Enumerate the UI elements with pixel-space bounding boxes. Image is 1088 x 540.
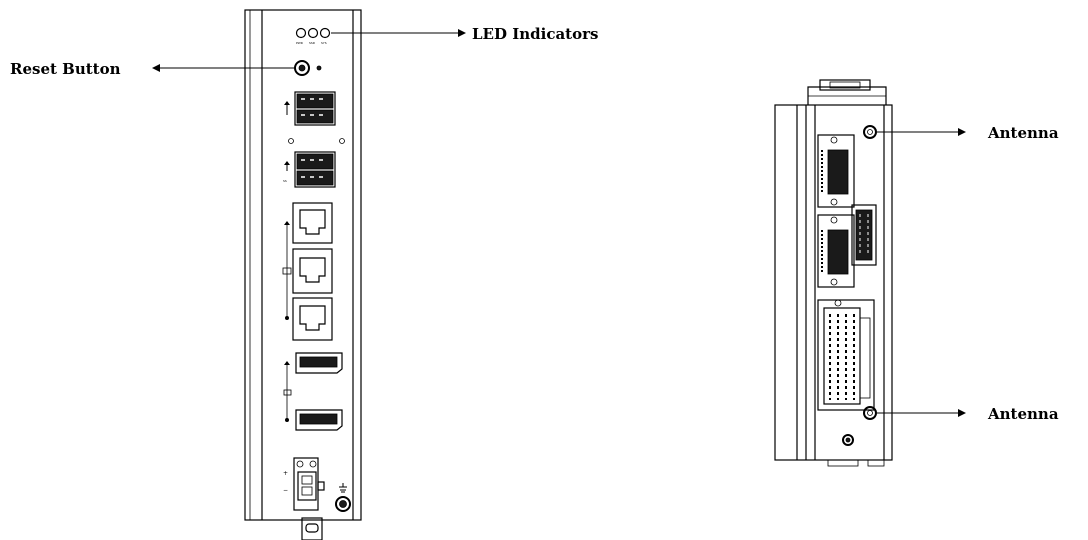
dio-header xyxy=(851,204,877,266)
display-port-1 xyxy=(295,352,343,374)
serial-port-2 xyxy=(817,214,855,288)
led-caption-ssd: SSD xyxy=(309,41,316,45)
terminal-block xyxy=(817,299,875,411)
svg-text:SS: SS xyxy=(283,179,287,183)
side-ground-screw-icon xyxy=(842,434,854,446)
led-sys xyxy=(319,27,331,39)
antenna-bottom-callout: Antenna xyxy=(877,405,1059,423)
antenna-top-callout: Antenna xyxy=(877,124,1059,142)
led-indicators-callout: LED Indicators xyxy=(331,25,598,43)
front-view-device: PWR SSD SYS SS xyxy=(244,9,362,540)
usb-port-group-top xyxy=(284,91,345,144)
reset-button-callout: Reset Button xyxy=(10,60,294,78)
serial-port-1 xyxy=(817,134,855,208)
usb-port-1 xyxy=(294,91,336,126)
lan-port-3 xyxy=(292,297,333,341)
lan-port-1 xyxy=(292,202,333,244)
reset-button-label: Reset Button xyxy=(10,60,121,78)
usb-port-2 xyxy=(294,151,336,188)
display-port-group xyxy=(283,352,343,431)
led-pwr xyxy=(295,27,307,39)
power-terminal-block: + − xyxy=(283,457,325,511)
led-ssd xyxy=(307,27,319,39)
display-port-2 xyxy=(295,409,343,431)
lan-port-2 xyxy=(292,248,333,294)
lan-port-group xyxy=(282,202,333,341)
din-rail-clip xyxy=(301,517,323,540)
led-indicators-label: LED Indicators xyxy=(472,25,598,43)
led-indicators: PWR SSD SYS xyxy=(295,27,331,45)
led-caption-pwr: PWR xyxy=(296,41,303,45)
ground-screw-icon xyxy=(335,483,351,512)
antenna-bottom-label: Antenna xyxy=(987,405,1059,423)
side-view-device xyxy=(774,79,893,467)
svg-text:−: − xyxy=(283,487,288,494)
svg-text:+: + xyxy=(283,470,288,477)
antenna-top-label: Antenna xyxy=(987,124,1059,142)
reset-button[interactable] xyxy=(294,60,322,76)
usb-port-group-bottom: SS xyxy=(283,151,336,188)
antenna-connector-top xyxy=(863,125,877,139)
heat-sink-fins xyxy=(796,105,807,460)
led-caption-sys: SYS xyxy=(321,41,327,45)
side-bottom-feet xyxy=(827,459,885,467)
